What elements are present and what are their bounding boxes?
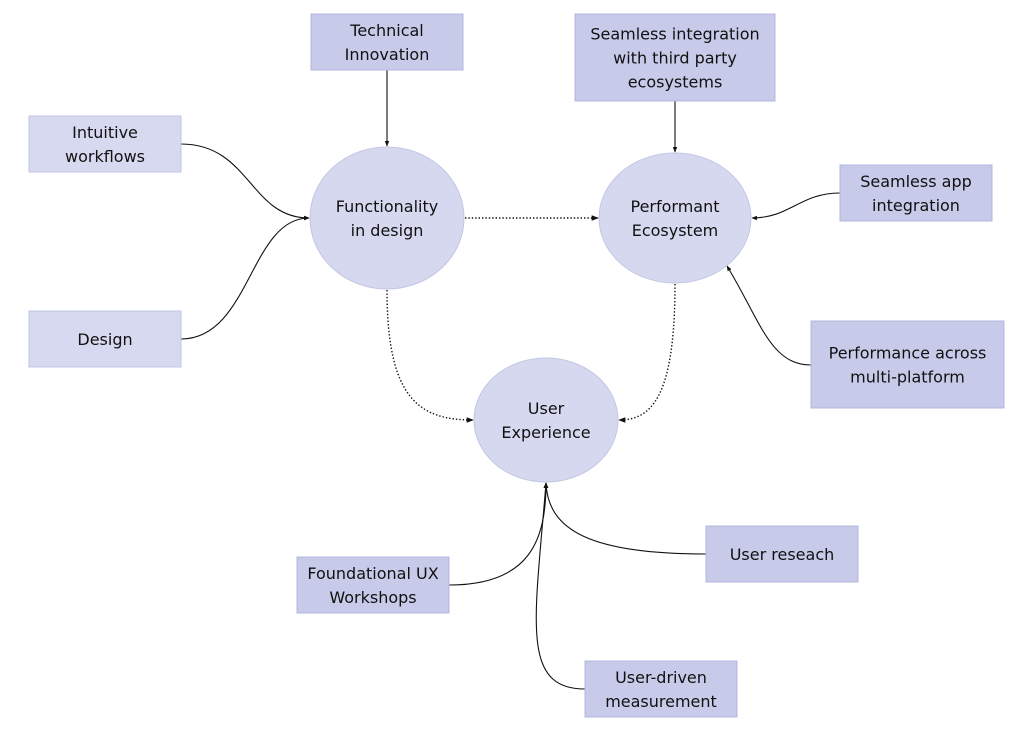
edge-intuitive-to-functionality — [180, 143, 310, 221]
box-rect — [705, 525, 859, 583]
node-label-line: Performance across — [829, 344, 987, 363]
hub-ellipse — [598, 152, 752, 284]
node-label-line: User reseach — [730, 545, 835, 564]
edge-performant-to-ux — [618, 283, 676, 423]
box-rect — [574, 13, 776, 102]
node-label-line: Design — [77, 330, 132, 349]
box-node-intuitive[interactable]: Intuitive workflows — [28, 115, 182, 173]
box-node-multiplatform[interactable]: Performance across multi-platform — [810, 320, 1005, 409]
edge-functionality-to-ux — [386, 289, 474, 423]
node-label-line: measurement — [605, 692, 717, 711]
node-label-line: Ecosystem — [632, 221, 719, 240]
edge-measurement-to-ux — [535, 482, 586, 690]
node-label-line: Functionality — [336, 197, 439, 216]
edge-multiplatform-to-performant — [726, 265, 812, 366]
box-node-thirdparty[interactable]: Seamless integration with third party ecos… — [574, 13, 776, 102]
node-label-line: integration — [872, 196, 960, 215]
edge-design-to-functionality — [180, 215, 310, 340]
box-rect — [810, 320, 1005, 409]
node-label-line: Workshops — [329, 588, 416, 607]
node-label-line: multi-platform — [850, 368, 965, 387]
box-node-appintegration[interactable]: Seamless app integration — [839, 164, 993, 222]
node-label-line: Performant — [630, 197, 719, 216]
edge-workshops-to-ux — [448, 482, 549, 586]
hub-ellipse — [309, 146, 465, 290]
node-label-line: Seamless integration — [590, 25, 759, 44]
box-node-research[interactable]: User reseach — [705, 525, 859, 583]
hub-node-functionality[interactable]: Functionality in design — [309, 146, 465, 290]
box-node-workshops[interactable]: Foundational UX Workshops — [296, 556, 450, 614]
node-label-line: ecosystems — [628, 73, 723, 92]
node-label-line: workflows — [65, 147, 145, 166]
node-label-line: in design — [351, 221, 424, 240]
box-rect — [310, 13, 464, 71]
box-rect — [28, 115, 182, 173]
edges-layer — [180, 70, 841, 690]
box-rect — [296, 556, 450, 614]
box-node-design[interactable]: Design — [28, 310, 182, 368]
node-label-line: with third party — [613, 49, 737, 68]
node-label-line: User — [528, 399, 565, 418]
node-label-line: Experience — [501, 423, 590, 442]
node-label-line: Seamless app — [860, 172, 972, 191]
box-node-measurement[interactable]: User-driven measurement — [584, 660, 738, 718]
hub-ellipse — [473, 357, 619, 483]
node-label-line: Technical — [349, 21, 423, 40]
node-label-line: Intuitive — [72, 123, 138, 142]
edge-appintegration-to-performant — [751, 192, 841, 221]
node-label-line: User-driven — [615, 668, 707, 687]
box-rect — [28, 310, 182, 368]
node-label-line: Foundational UX — [307, 564, 438, 583]
box-rect — [584, 660, 738, 718]
node-label-line: Innovation — [345, 45, 430, 64]
edge-research-to-ux — [544, 482, 707, 555]
nodes-layer: Functionality in design PerformantEcosyste… — [28, 13, 1005, 718]
box-rect — [839, 164, 993, 222]
